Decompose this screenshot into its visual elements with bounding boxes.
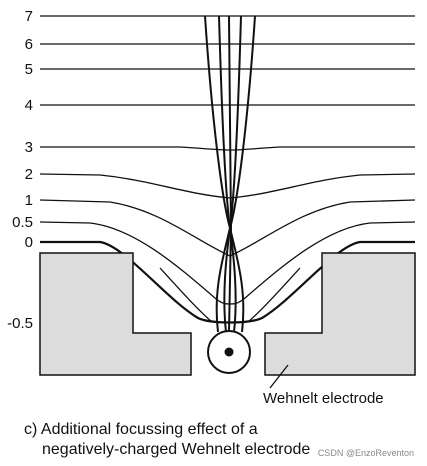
potential-label-minus-0-5: -0.5 [7,315,33,332]
equipotential-3 [40,146,415,151]
electrode-label: Wehnelt electrode [263,390,384,407]
cathode [207,330,251,374]
potential-label-2: 2 [25,166,33,183]
electron-beam-trajectories [204,15,256,333]
wehnelt-electrode-left [39,252,192,376]
watermark: CSDN @EnzoReventon [318,448,414,458]
beam-ray-5 [228,15,233,333]
wehnelt-electrode-right [264,252,416,376]
potential-label-6: 6 [25,36,33,53]
caption-line-2: negatively-charged Wehnelt electrode [42,441,310,458]
potential-label-7: 7 [25,8,33,25]
beam-ray-3 [218,15,237,333]
electrode-leader-line [269,364,289,389]
cathode-filament-dot [224,347,234,357]
wehnelt-electrode [39,252,416,376]
equipotential-inner-right [247,267,301,323]
potential-label-1: 1 [25,192,33,209]
caption-line-1: c) Additional focussing effect of a [24,421,258,438]
potential-label-0: 0 [25,234,33,251]
potential-label-0-5: 0.5 [12,214,33,231]
equipotential-inner-left [159,267,213,323]
potential-label-3: 3 [25,139,33,156]
potential-labels: 7 6 5 4 3 2 1 0.5 0 -0.5 [7,8,33,332]
potential-label-5: 5 [25,61,33,78]
beam-ray-4 [223,15,242,333]
potential-label-4: 4 [25,97,33,114]
